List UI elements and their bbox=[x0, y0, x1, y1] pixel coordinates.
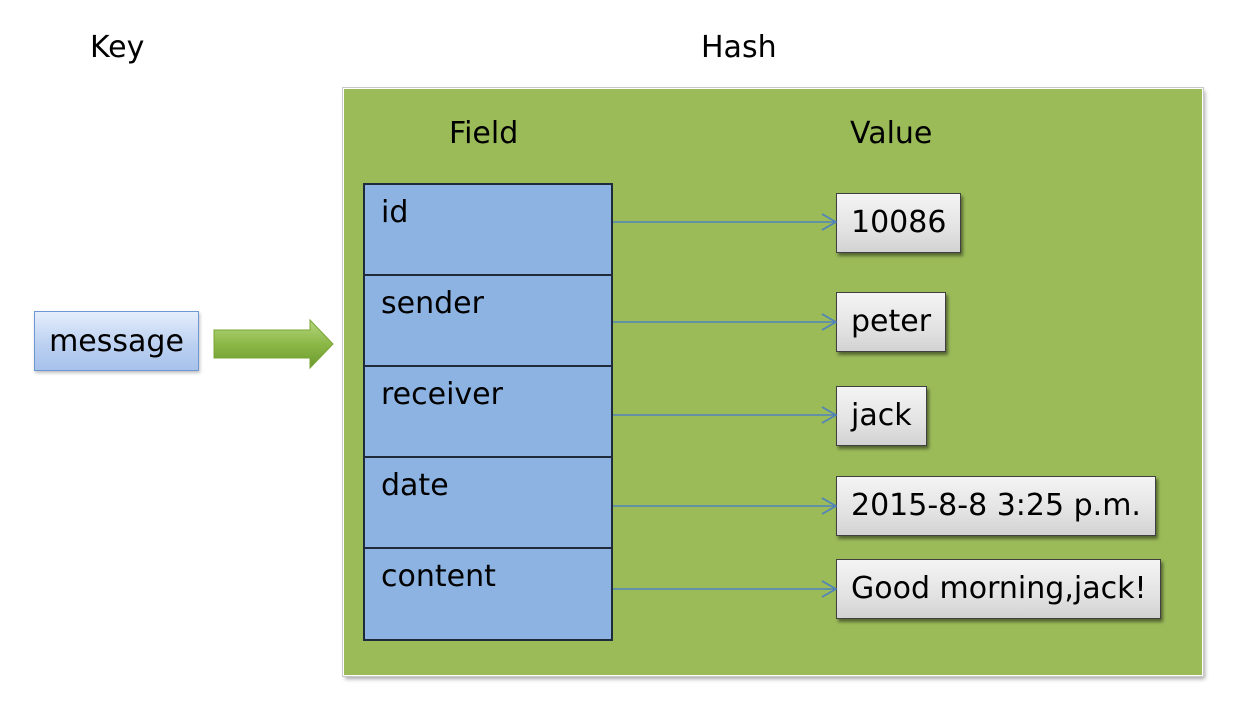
field-row-sender: sender bbox=[365, 276, 611, 367]
link-arrow-id bbox=[613, 213, 838, 231]
value-box-date: 2015-8-8 3:25 p.m. bbox=[836, 476, 1156, 536]
value-column-heading: Value bbox=[850, 116, 933, 151]
field-row-receiver: receiver bbox=[365, 367, 611, 458]
value-box-id: 10086 bbox=[836, 193, 962, 253]
hash-heading: Hash bbox=[701, 30, 777, 65]
value-box-content: Good morning,jack! bbox=[836, 559, 1162, 619]
value-box-receiver: jack bbox=[836, 386, 927, 446]
field-label: sender bbox=[381, 286, 484, 321]
field-row-content: content bbox=[365, 549, 611, 640]
field-column-heading: Field bbox=[449, 116, 519, 151]
link-arrow-sender bbox=[613, 313, 838, 331]
field-label: date bbox=[381, 468, 449, 503]
link-arrow-receiver bbox=[613, 406, 838, 424]
field-label: content bbox=[381, 559, 496, 594]
field-label: receiver bbox=[381, 377, 503, 412]
link-arrow-content bbox=[613, 580, 838, 598]
field-table: id sender receiver date content bbox=[363, 183, 613, 641]
key-to-hash-arrow bbox=[213, 318, 334, 370]
field-row-id: id bbox=[365, 185, 611, 276]
field-label: id bbox=[381, 195, 409, 230]
value-box-sender: peter bbox=[836, 292, 947, 352]
key-heading: Key bbox=[90, 30, 145, 65]
field-row-date: date bbox=[365, 458, 611, 549]
link-arrow-date bbox=[613, 497, 838, 515]
key-box: message bbox=[34, 311, 199, 371]
key-label: message bbox=[49, 323, 184, 359]
